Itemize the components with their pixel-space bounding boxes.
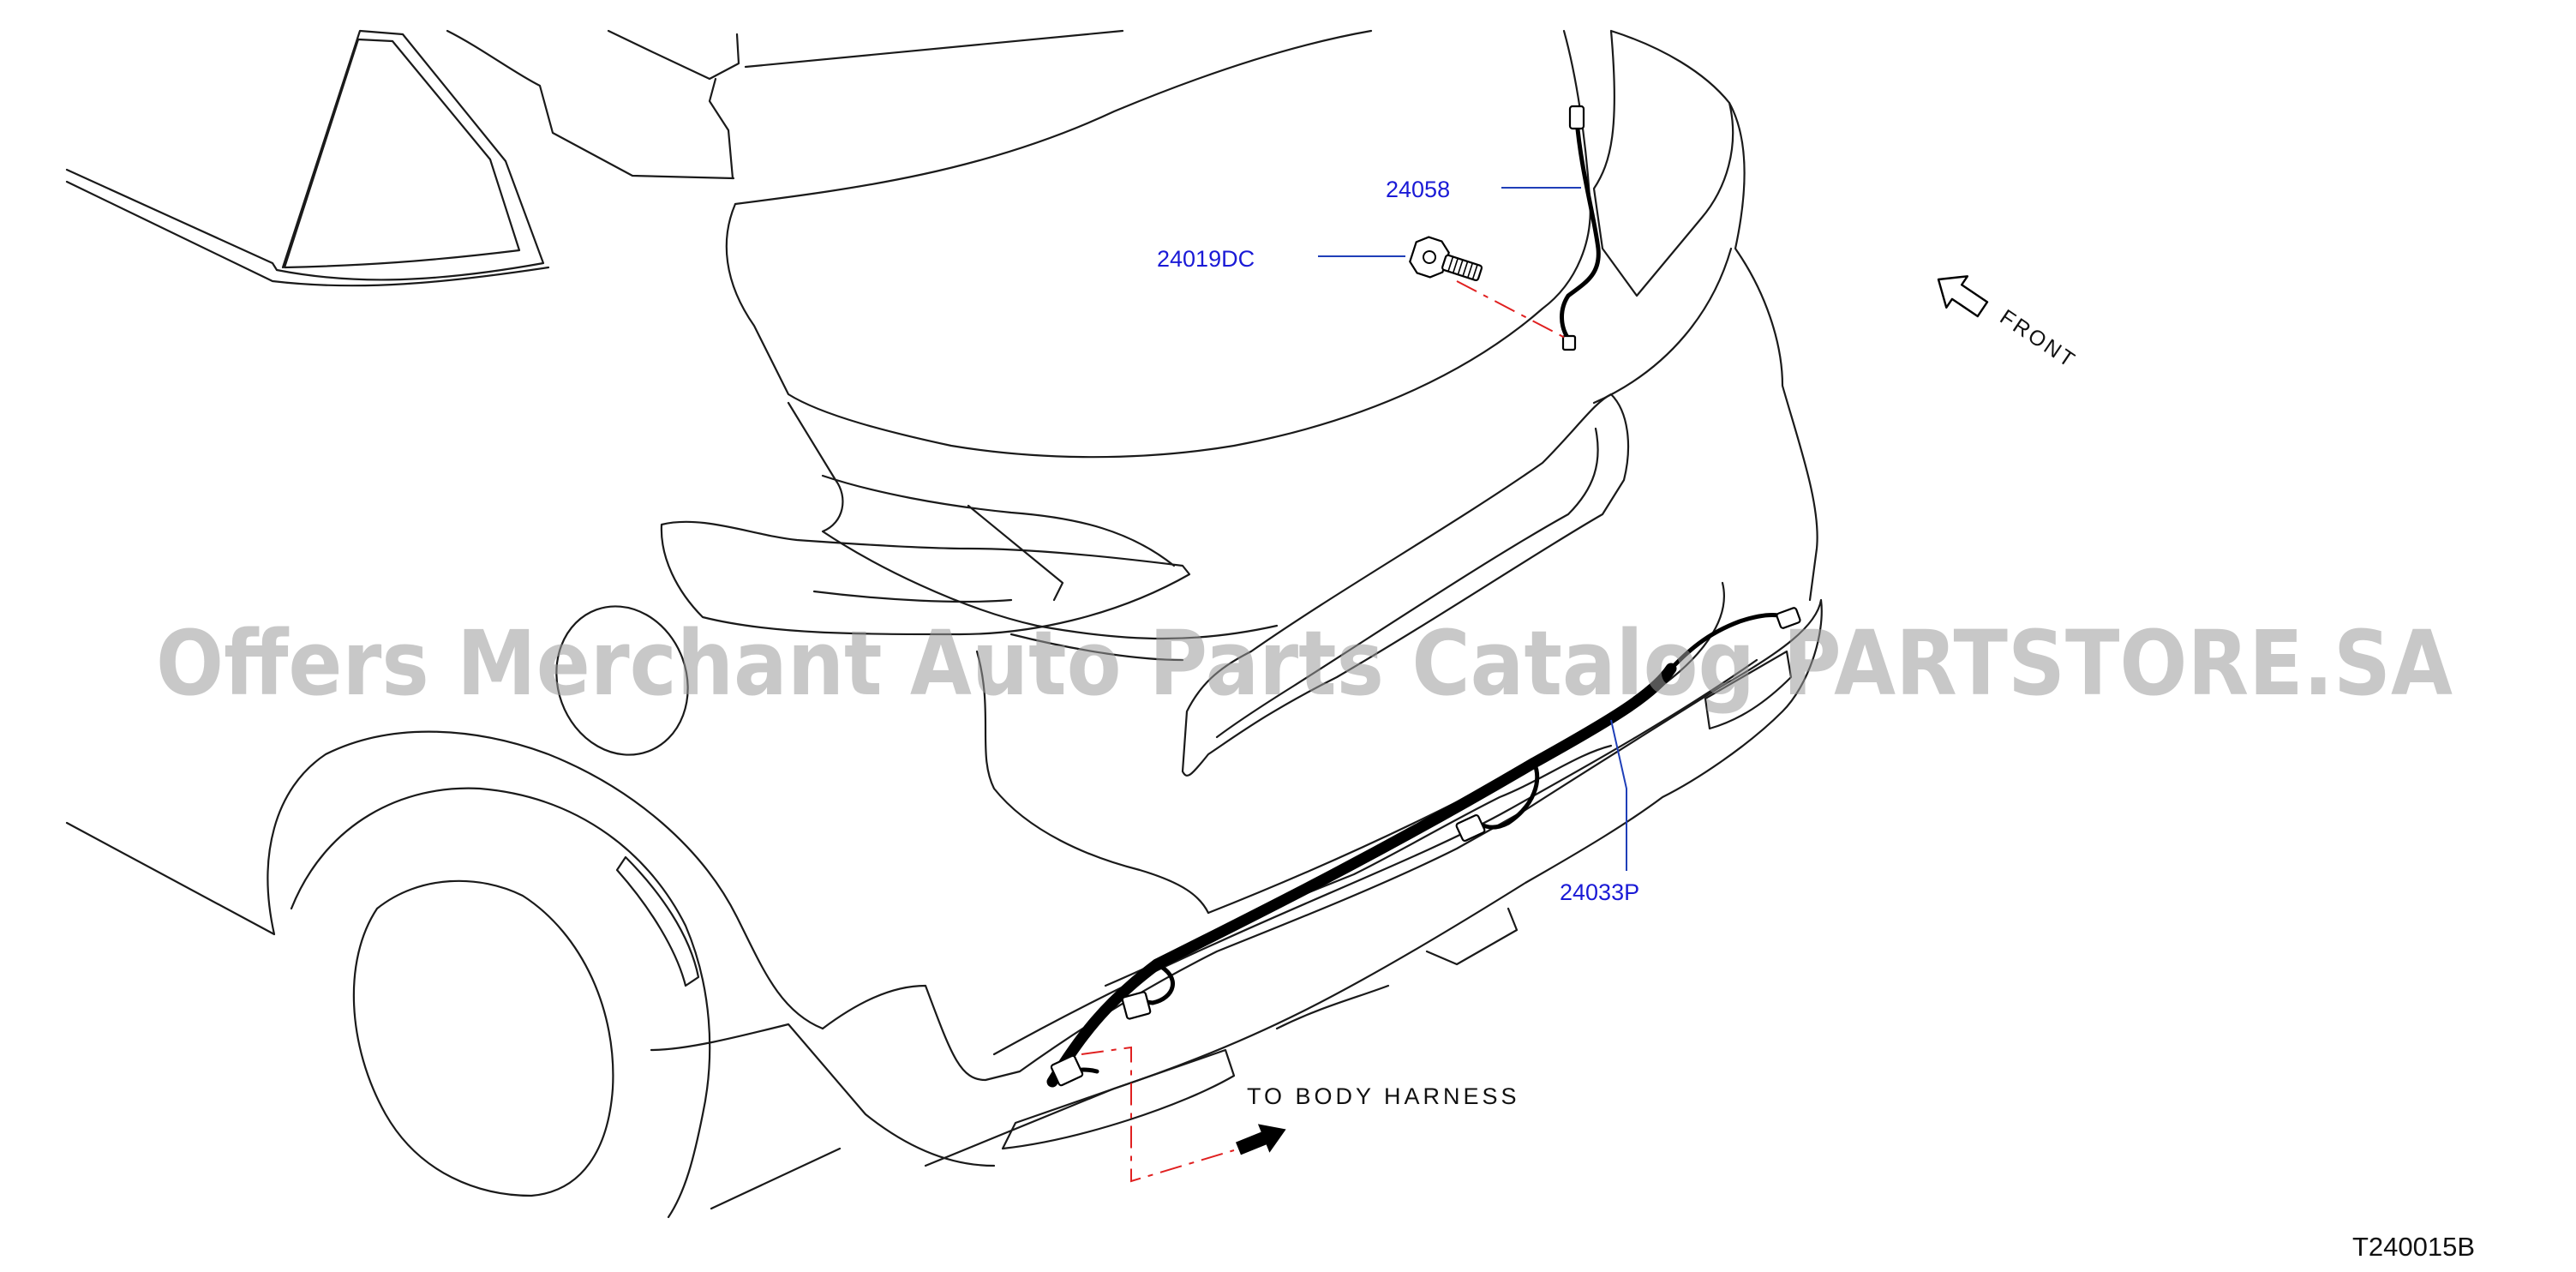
lower-body-edge [710,1147,842,1210]
fuel-lid [555,605,689,756]
roof-line [65,180,550,287]
tailgate-crease [821,474,1176,602]
roof-rail [744,29,1124,69]
side-window-inner [283,38,521,269]
connector-24058-bottom [1561,334,1577,351]
license-plate-recess [1181,393,1630,777]
side-window-frame [65,29,545,281]
rear-glass [725,29,1591,459]
c-pillar [446,29,735,180]
guide-clip-to-harness [1456,280,1569,340]
front-arrow-icon [1937,275,1989,318]
tailgate-spoiler [1592,29,1734,297]
reflector-left [1001,1048,1236,1150]
rear-bumper-outer [821,598,1823,1167]
harness-24058 [1560,105,1601,351]
watermark: Offers Merchant Auto Parts Catalog PARTS… [156,611,2453,716]
callout-24033P: 24033P [1560,879,1639,905]
tailgate-bottom-inner [1009,633,1184,662]
harness-24033P [1046,607,1801,1088]
wheel-tire [352,879,614,1197]
tail-lamp-left-inner [812,590,1013,603]
assembly-guides [1081,280,1569,1183]
license-plate-inner [1215,427,1599,739]
fender-trim [615,855,700,987]
rocker-panel [650,1023,996,1167]
roof-spoiler-top [607,29,740,180]
connector-24033P-right [1776,607,1801,629]
to-body-harness-note: TO BODY HARNESS [1247,1083,1520,1109]
leader-24033P [1610,719,1627,871]
wheel-arch-outer [290,787,711,1219]
callout-24019DC: 24019DC [1157,246,1255,272]
connector-24033P-mid [1455,814,1486,842]
rear-bumper-crease [992,658,1758,1056]
bumper-notch [1275,907,1519,1030]
tailgate-lower-panel [975,650,1210,915]
rear-fender [65,730,824,1030]
clip-24019DC [1409,236,1483,282]
connector-24058-top [1568,105,1585,130]
connector-24033P-left [1050,1054,1084,1087]
tailgate-side [1592,247,1733,405]
connector-24033P-left-upper [1121,991,1152,1020]
tailgate-edge [1728,101,1818,602]
tailgate-lower-edge [787,401,1279,640]
diagram-code: T240015B [2352,1232,2475,1262]
tail-lamp-left [660,520,1191,636]
front-label: FRONT [1996,305,2081,374]
body-harness-arrow [1236,1124,1286,1155]
guide-to-body-harness [1081,1046,1235,1183]
reflector-right [1704,650,1793,730]
leader-lines [1318,187,1627,871]
callout-24058: 24058 [1386,177,1450,202]
